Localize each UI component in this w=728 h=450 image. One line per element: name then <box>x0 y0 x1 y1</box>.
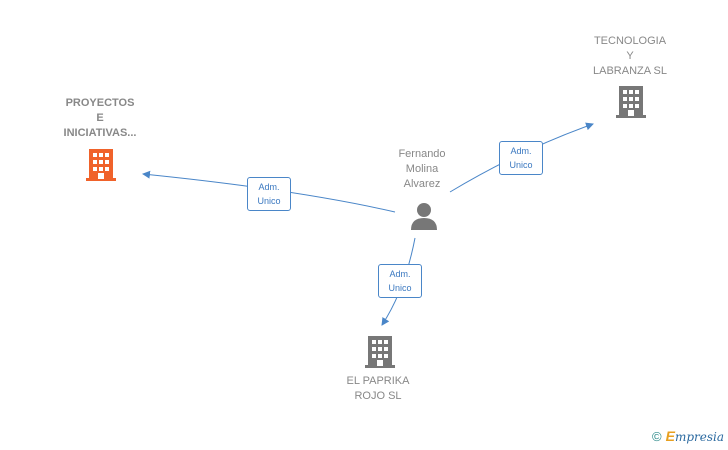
company-label-proyectos[interactable]: PROYECTOS E INICIATIVAS... <box>63 97 137 139</box>
edge-label-proyectos[interactable]: Adm. Unico <box>247 177 291 211</box>
edge-label-tecnologia[interactable]: Adm. Unico <box>499 141 543 175</box>
person-label[interactable]: Fernando Molina Alvarez <box>398 148 446 190</box>
footer-brand[interactable]: ©Empresia <box>652 428 724 444</box>
building-icon[interactable] <box>365 336 395 368</box>
building-icon[interactable] <box>616 86 646 118</box>
brand-logo-initial: E <box>665 428 675 444</box>
person-icon[interactable] <box>411 203 437 230</box>
building-icon[interactable] <box>86 149 116 181</box>
company-label-paprika[interactable]: EL PAPRIKA ROJO SL <box>346 375 410 402</box>
copyright-icon: © <box>652 429 662 444</box>
company-label-tecnologia[interactable]: TECNOLOGIA Y LABRANZA SL <box>593 35 667 77</box>
brand-name: mpresia <box>674 430 724 444</box>
edge-label-paprika[interactable]: Adm. Unico <box>378 264 422 298</box>
